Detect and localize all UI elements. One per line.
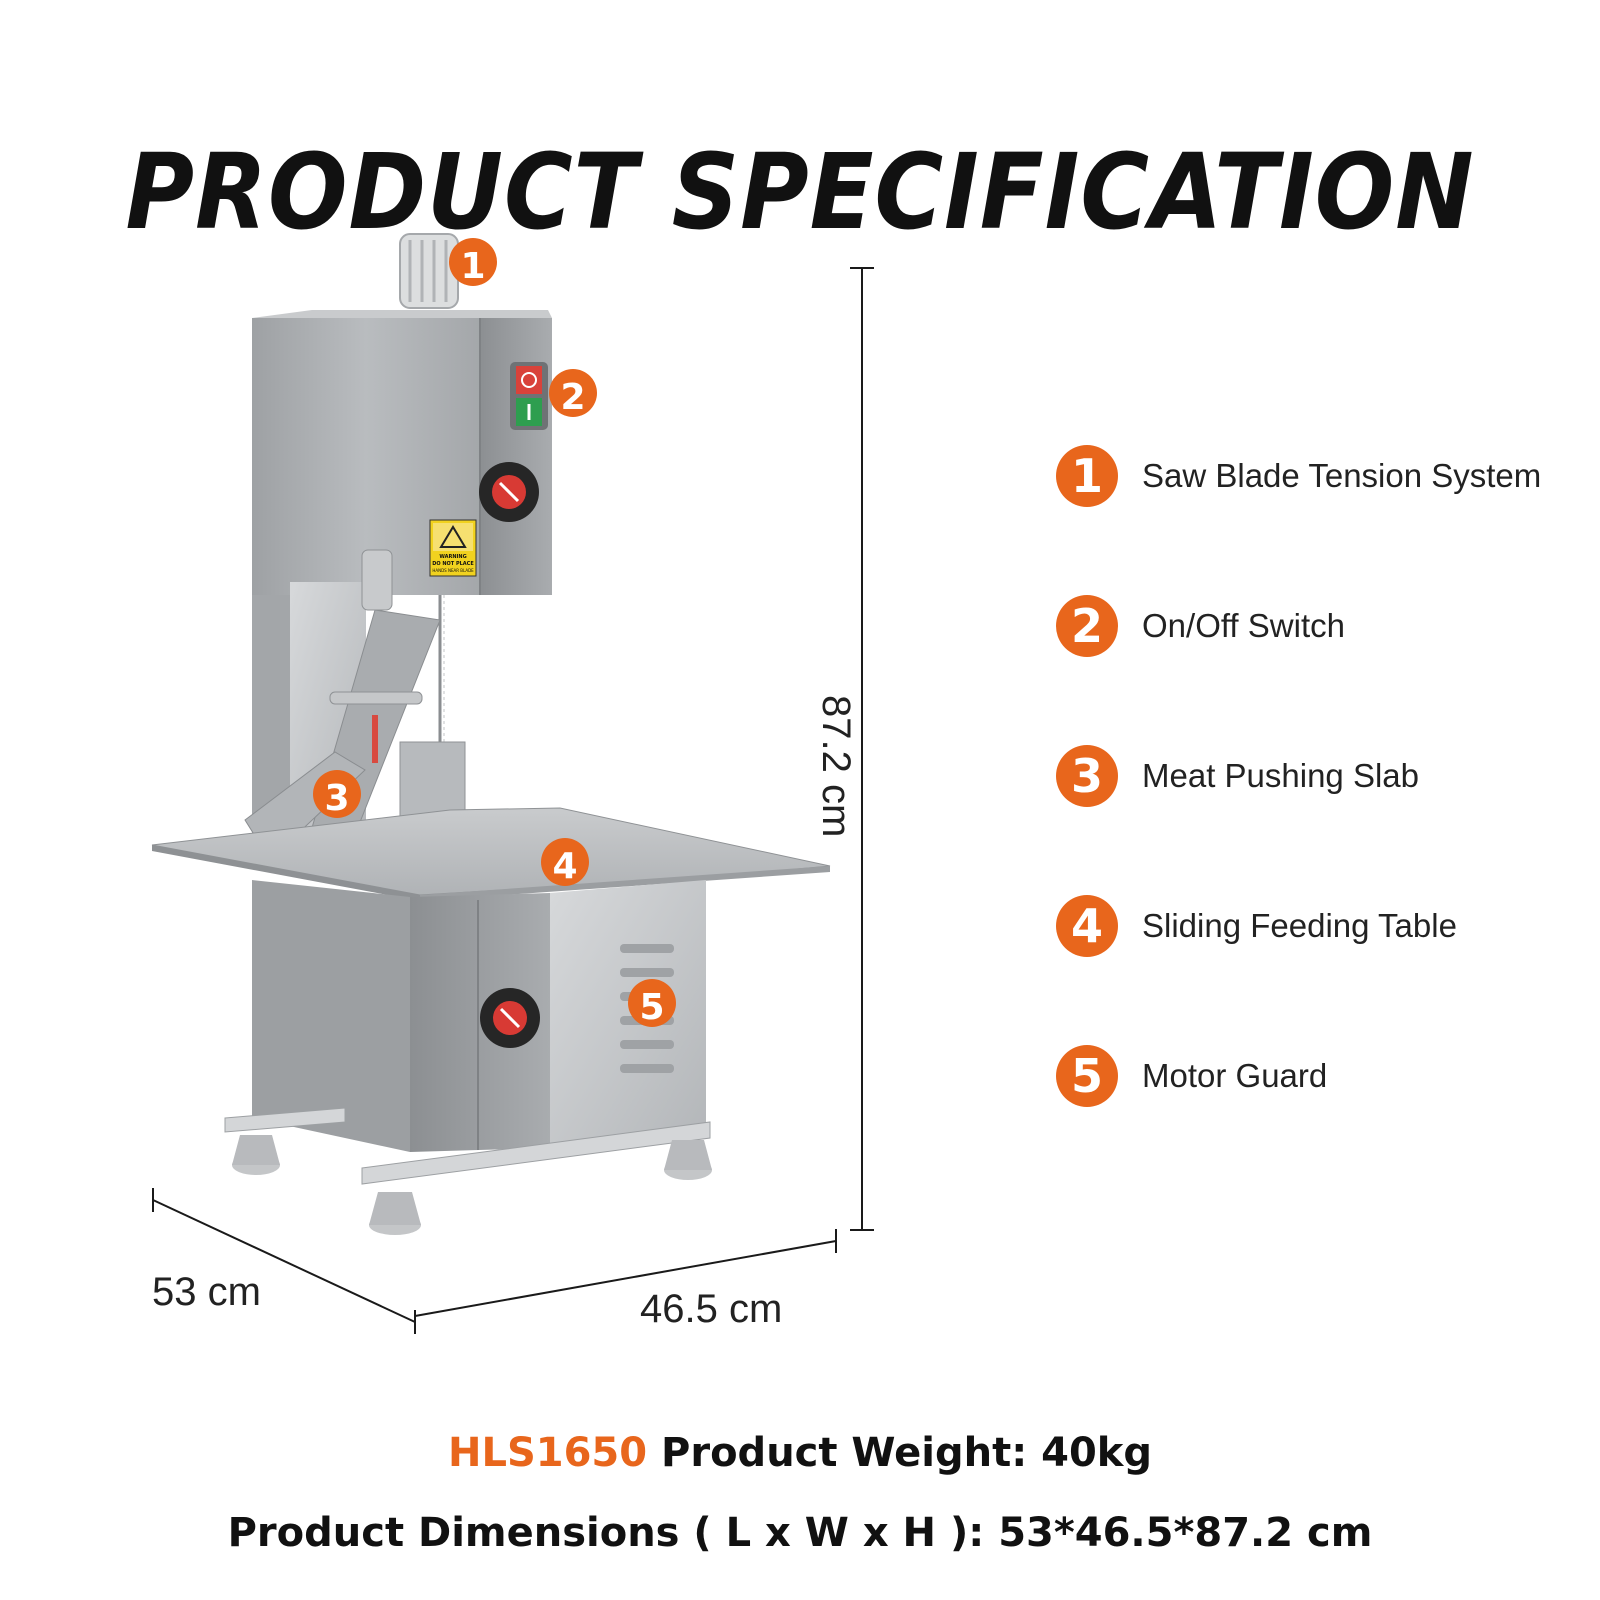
svg-text:3: 3 [324, 778, 349, 819]
product-dimensions-label: Product Dimensions [227, 1510, 680, 1556]
legend-item-motor-guard: 5 Motor Guard [1056, 1045, 1576, 1107]
product-dimensions-line: Product Dimensions ( L x W x H ): 53*46.… [0, 1510, 1600, 1556]
model-code: HLS1650 [447, 1430, 648, 1476]
legend-number-badge: 4 [1056, 895, 1118, 957]
callout-badge-5: 5 [628, 979, 676, 1028]
svg-text:5: 5 [639, 987, 664, 1028]
dimension-depth-label: 53 cm [152, 1270, 261, 1314]
legend-item-saw-blade-tension: 1 Saw Blade Tension System [1056, 445, 1576, 507]
dimensions-lwh: L x W x H [725, 1510, 937, 1556]
product-dimensions-value: 53*46.5*87.2 cm [998, 1510, 1373, 1556]
legend-number-badge: 2 [1056, 595, 1118, 657]
legend-label: Sliding Feeding Table [1142, 907, 1457, 944]
callout-badge-4: 4 [541, 838, 589, 887]
warning-sticker-line3: HANDS NEAR BLADE [432, 568, 474, 573]
door-knob-lower [480, 988, 540, 1048]
feature-legend: 1 Saw Blade Tension System 2 On/Off Swit… [1056, 445, 1576, 1195]
dimensions-bracket-close: ): [949, 1510, 985, 1556]
legend-number-badge: 3 [1056, 745, 1118, 807]
sliding-table [151, 807, 831, 901]
tension-knob [399, 233, 459, 309]
callout-badge-1: 1 [449, 238, 497, 287]
product-weight-text: Product Weight: 40kg [661, 1430, 1153, 1476]
door-knob-upper [479, 462, 539, 522]
legend-number-badge: 1 [1056, 445, 1118, 507]
legend-item-sliding-feeding-table: 4 Sliding Feeding Table [1056, 895, 1576, 957]
on-off-switch-graphic [510, 362, 548, 430]
page-title: PRODUCT SPECIFICATION [125, 130, 1475, 253]
dimension-width-label: 46.5 cm [640, 1287, 783, 1331]
svg-text:2: 2 [560, 377, 585, 418]
dimension-height-label: 87.2 cm [814, 695, 858, 838]
upper-housing [252, 310, 552, 595]
legend-item-on-off-switch: 2 On/Off Switch [1056, 595, 1576, 657]
callout-badge-2: 2 [549, 369, 597, 418]
warning-sticker-line2: DO NOT PLACE [432, 561, 474, 567]
lower-housing [252, 880, 706, 1152]
legend-number-badge: 5 [1056, 1045, 1118, 1107]
legend-label: Meat Pushing Slab [1142, 757, 1420, 794]
svg-text:1: 1 [460, 246, 485, 287]
svg-text:4: 4 [552, 846, 577, 887]
dimensions-bracket-open: ( [693, 1510, 712, 1556]
legend-label: Saw Blade Tension System [1142, 457, 1542, 494]
warning-sticker-line1: WARNING [439, 554, 466, 560]
base-frame [224, 1107, 712, 1235]
legend-label: Motor Guard [1142, 1057, 1328, 1094]
callout-badge-3: 3 [313, 770, 361, 819]
product-weight-line: HLS1650 Product Weight: 40kg [0, 1430, 1600, 1476]
legend-label: On/Off Switch [1142, 607, 1345, 644]
legend-item-meat-pushing-slab: 3 Meat Pushing Slab [1056, 745, 1576, 807]
dimension-lines [152, 267, 874, 1334]
warning-sticker: WARNING DO NOT PLACE HANDS NEAR BLADE [429, 519, 477, 577]
